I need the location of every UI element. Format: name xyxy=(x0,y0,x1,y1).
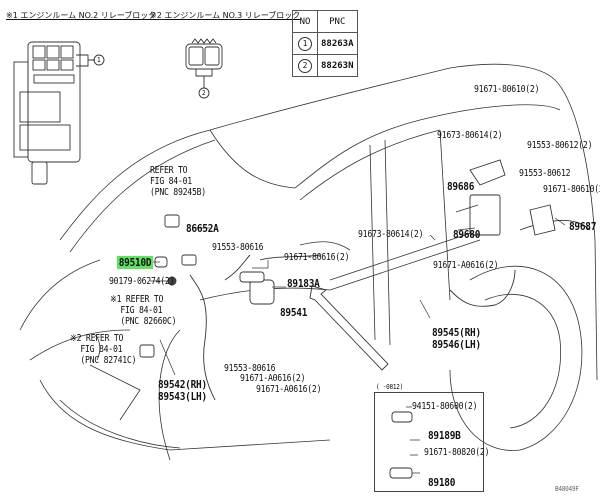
header-no: NO xyxy=(292,10,318,33)
inset-box xyxy=(374,392,484,492)
part-89545-rh[interactable]: 89545(RH) xyxy=(432,326,481,339)
figure-id: B48049F xyxy=(555,485,579,493)
pnc-table-row: 1 88263A xyxy=(292,32,358,55)
row-pnc[interactable]: 88263N xyxy=(317,54,358,77)
car-body-outline xyxy=(19,63,598,461)
part-91553-80612-2[interactable]: 91553-80612(2) xyxy=(527,140,593,151)
inset-part-91671-80820[interactable]: 91671-80820(2) xyxy=(424,447,490,458)
part-91673-80614-mid[interactable]: 91673-80614(2) xyxy=(358,229,424,240)
part-89546-lh[interactable]: 89546(LH) xyxy=(432,338,481,351)
part-91553-80616-b[interactable]: 91553-80616 xyxy=(224,363,276,374)
part-89687[interactable]: 89687 xyxy=(569,220,597,233)
part-90179-06274[interactable]: 90179-06274(2) xyxy=(109,276,175,287)
inset-range: ( -0812) xyxy=(376,383,403,391)
pnc-table-header: NO PNC xyxy=(292,10,358,33)
part-86652a[interactable]: 86652A xyxy=(186,222,219,235)
pnc-table-row: 2 88263N xyxy=(292,54,358,77)
relay-block-no2-drawing xyxy=(13,41,105,185)
pnc-table: NO PNC 1 88263A 2 88263N xyxy=(292,10,358,77)
part-89686[interactable]: 89686 xyxy=(447,180,475,193)
part-91671-80616[interactable]: 91671-80616(2) xyxy=(284,252,350,263)
callout-2: 2 xyxy=(202,89,206,97)
part-91671-a0616-r[interactable]: 91671-A0616(2) xyxy=(433,260,499,271)
part-89183a[interactable]: 89183A xyxy=(287,277,320,290)
part-91671-80610-top[interactable]: 91671-80610(2) xyxy=(474,84,540,95)
row-pnc[interactable]: 88263A xyxy=(317,32,358,55)
part-91673-80614-top[interactable]: 91673-80614(2) xyxy=(437,130,503,141)
inset-part-89189b[interactable]: 89189B xyxy=(428,429,461,442)
part-91553-80612[interactable]: 91553-80612 xyxy=(519,168,571,179)
inset-part-89180[interactable]: 89180 xyxy=(428,476,456,489)
part-89510d[interactable]: 89510D xyxy=(117,256,154,269)
direction-arrow xyxy=(309,285,389,371)
leader-lines xyxy=(146,204,566,474)
row-no: 1 xyxy=(298,36,312,51)
part-89542-rh[interactable]: 89542(RH) xyxy=(158,378,207,391)
row-no: 2 xyxy=(298,58,312,73)
relay-block-1-title: ※1 エンジンルーム NO.2 リレーブロック xyxy=(6,11,157,20)
part-91553-80616[interactable]: 91553-80616 xyxy=(212,242,264,253)
part-91671-a0616-a[interactable]: 91671-A0616(2) xyxy=(240,373,306,384)
inset-part-94151-80600[interactable]: 94151-80600(2) xyxy=(412,401,478,412)
callout-1: 1 xyxy=(97,56,101,64)
relay-block-2-title: ※2 エンジンルーム NO.3 リレーブロック xyxy=(150,11,301,20)
relay-block-no3-drawing xyxy=(185,38,223,99)
part-89541[interactable]: 89541 xyxy=(280,306,308,319)
parts-shapes xyxy=(139,159,556,479)
part-91671-80610-r[interactable]: 91671-80610(2) xyxy=(543,184,600,195)
part-89680[interactable]: 89680 xyxy=(453,228,481,241)
part-91671-a0616-b[interactable]: 91671-A0616(2) xyxy=(256,384,322,395)
part-89543-lh[interactable]: 89543(LH) xyxy=(158,390,207,403)
header-pnc: PNC xyxy=(317,10,358,33)
wire-harness xyxy=(189,254,516,401)
